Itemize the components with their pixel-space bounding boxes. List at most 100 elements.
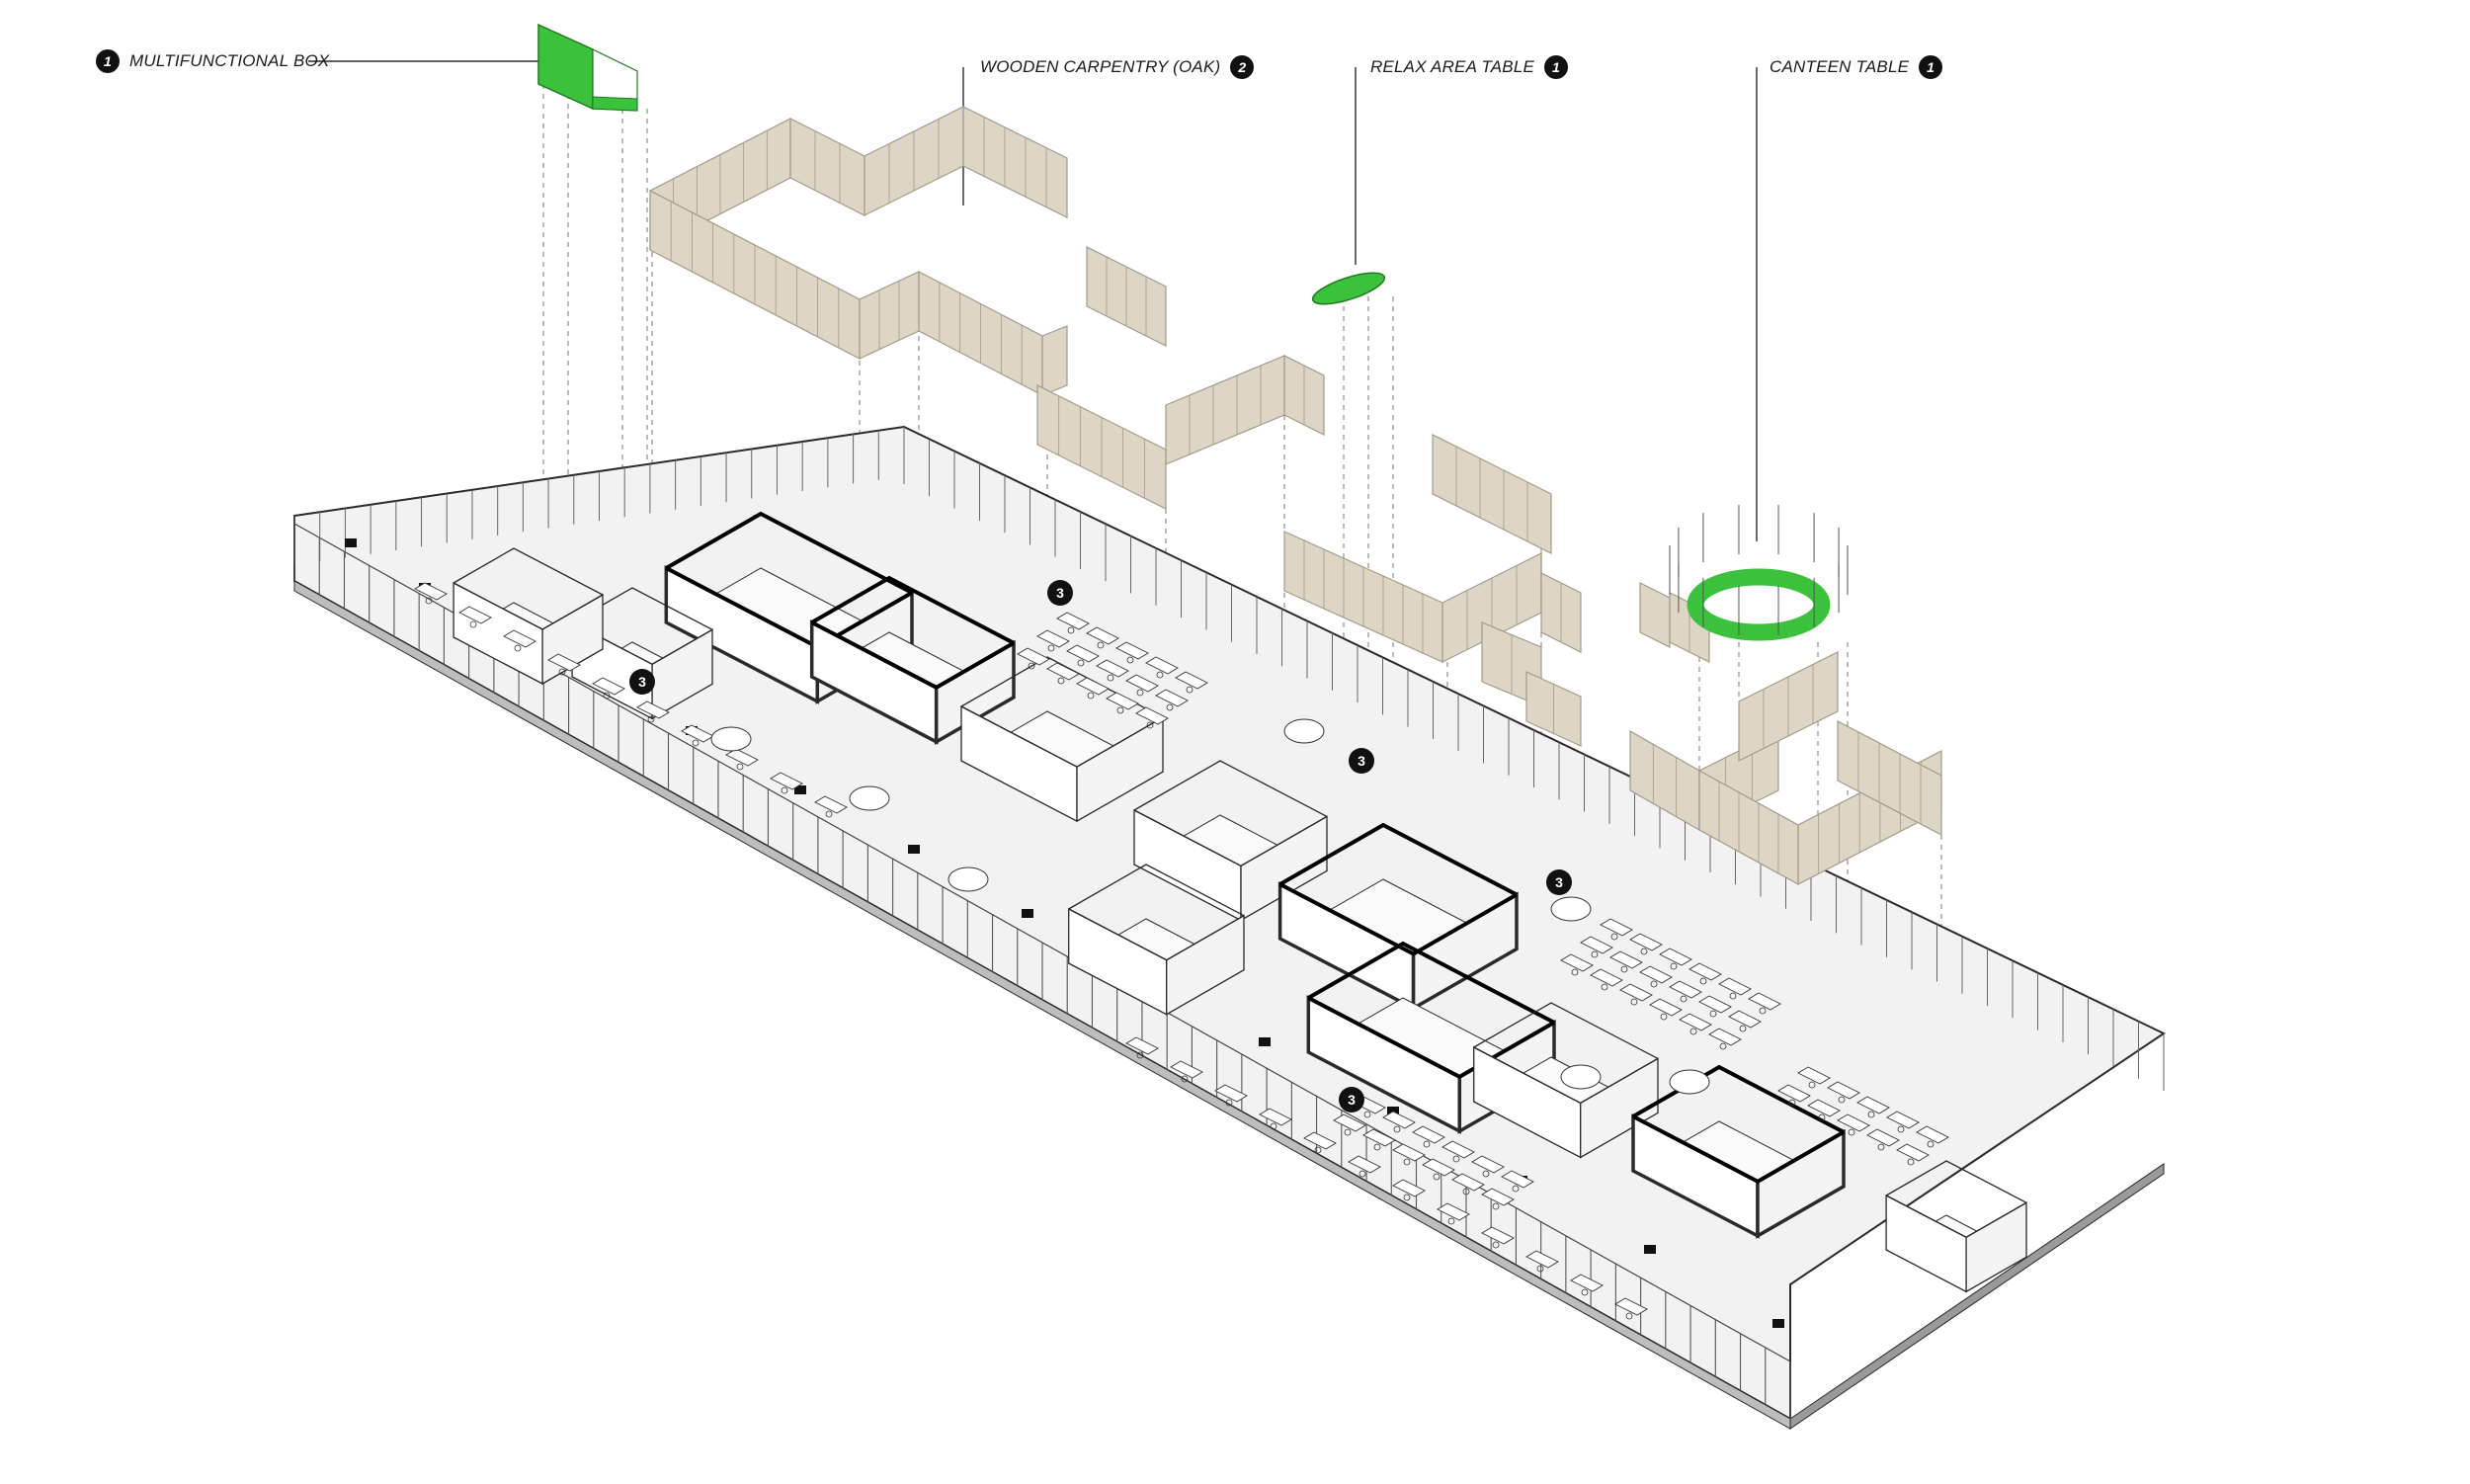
chair: [736, 763, 744, 771]
column-mark: [1644, 1245, 1656, 1254]
chair: [1452, 1155, 1460, 1163]
chair: [1087, 692, 1095, 700]
desk: [1303, 1131, 1337, 1150]
chair: [1136, 689, 1144, 697]
chair: [1788, 1099, 1796, 1107]
room-wall: [1885, 1194, 1967, 1293]
desk: [1698, 995, 1732, 1014]
desk: [1916, 1125, 1949, 1144]
chair: [1907, 1158, 1915, 1166]
oak-panel: [1165, 355, 1285, 465]
desk: [1481, 1226, 1515, 1245]
furniture: [414, 582, 1949, 1320]
desk: [1451, 1173, 1485, 1192]
chair: [1699, 977, 1707, 985]
round-table: [1283, 718, 1325, 744]
chair: [1591, 950, 1599, 958]
room-wall-top: [960, 705, 1164, 768]
chair: [1719, 1042, 1727, 1050]
desk: [1214, 1084, 1248, 1103]
desk: [1600, 918, 1633, 937]
desk: [1086, 626, 1119, 645]
chair: [1581, 1288, 1589, 1296]
desk: [1777, 1084, 1811, 1103]
desk: [1837, 1113, 1870, 1132]
desk: [592, 677, 625, 696]
multifunctional-box: [537, 23, 594, 111]
oak-panel: [1639, 582, 1671, 648]
desk: [1501, 1170, 1534, 1189]
desk: [1076, 677, 1110, 696]
desk: [1560, 953, 1594, 972]
desk: [1036, 629, 1070, 648]
floor-tag: 3: [1349, 748, 1374, 774]
oak-panel: [1837, 720, 1942, 836]
chair: [1166, 703, 1174, 711]
callout-relax-area-table: RELAX AREA TABLE 1: [1370, 55, 1569, 79]
desk: [1866, 1128, 1900, 1147]
desk: [1614, 1297, 1648, 1316]
desk: [1145, 656, 1179, 675]
desk: [681, 724, 714, 743]
desk: [1362, 1128, 1396, 1147]
chair: [1116, 706, 1124, 714]
chair: [1097, 641, 1105, 649]
desk: [1392, 1179, 1426, 1197]
chair: [558, 668, 566, 676]
desk: [1688, 962, 1722, 981]
chair: [1433, 1173, 1441, 1181]
chair: [1512, 1185, 1520, 1193]
room-wall-top: [1278, 822, 1518, 897]
column-mark: [1259, 1037, 1271, 1046]
desk: [770, 772, 803, 790]
green-elements: [537, 23, 1849, 641]
desk: [458, 606, 492, 624]
chair: [1358, 1170, 1366, 1178]
chair: [1067, 626, 1075, 634]
desk: [1580, 936, 1613, 954]
chair: [1808, 1081, 1816, 1089]
chair: [1492, 1241, 1500, 1249]
chair: [1927, 1140, 1935, 1148]
room-wall-top: [1068, 908, 1245, 961]
desk: [1708, 1028, 1742, 1046]
round-table: [849, 785, 890, 811]
room-wall-top: [453, 582, 604, 630]
round-table: [1560, 1064, 1602, 1090]
oak-panel: [789, 118, 865, 216]
desk: [1125, 674, 1159, 693]
callout-label: MULTIFUNCTIONAL BOX: [129, 51, 330, 70]
desk: [1412, 1125, 1445, 1144]
chair: [1186, 686, 1194, 694]
desk: [1259, 1108, 1292, 1126]
round-table: [1550, 896, 1592, 922]
chair: [1126, 656, 1134, 664]
column-mark: [794, 785, 806, 794]
oak-panel: [859, 271, 920, 360]
chair: [1447, 1217, 1455, 1225]
chair: [1848, 1128, 1855, 1136]
chair: [1640, 948, 1648, 955]
room-wall-top: [1632, 1114, 1845, 1185]
chair: [1689, 1028, 1697, 1035]
chair: [1759, 1007, 1767, 1015]
room-wall-top: [1885, 1195, 2027, 1239]
chair: [1373, 1143, 1381, 1151]
desk: [1135, 706, 1169, 725]
chair: [1739, 1025, 1747, 1032]
desk: [503, 629, 536, 648]
chair: [1838, 1096, 1846, 1104]
desk: [1056, 612, 1090, 630]
chair: [781, 786, 788, 794]
chair: [1897, 1125, 1905, 1133]
floor-plate: [293, 425, 2167, 1421]
desk: [1437, 1202, 1470, 1221]
desk: [1525, 1250, 1559, 1269]
room-wall-top: [1885, 1160, 2027, 1203]
desk: [1619, 983, 1653, 1002]
room-wall-top: [453, 547, 604, 596]
round-table: [1669, 1069, 1710, 1095]
room-wall-top: [1133, 809, 1328, 867]
callout-label: RELAX AREA TABLE: [1370, 57, 1535, 76]
chair: [1709, 1010, 1717, 1018]
